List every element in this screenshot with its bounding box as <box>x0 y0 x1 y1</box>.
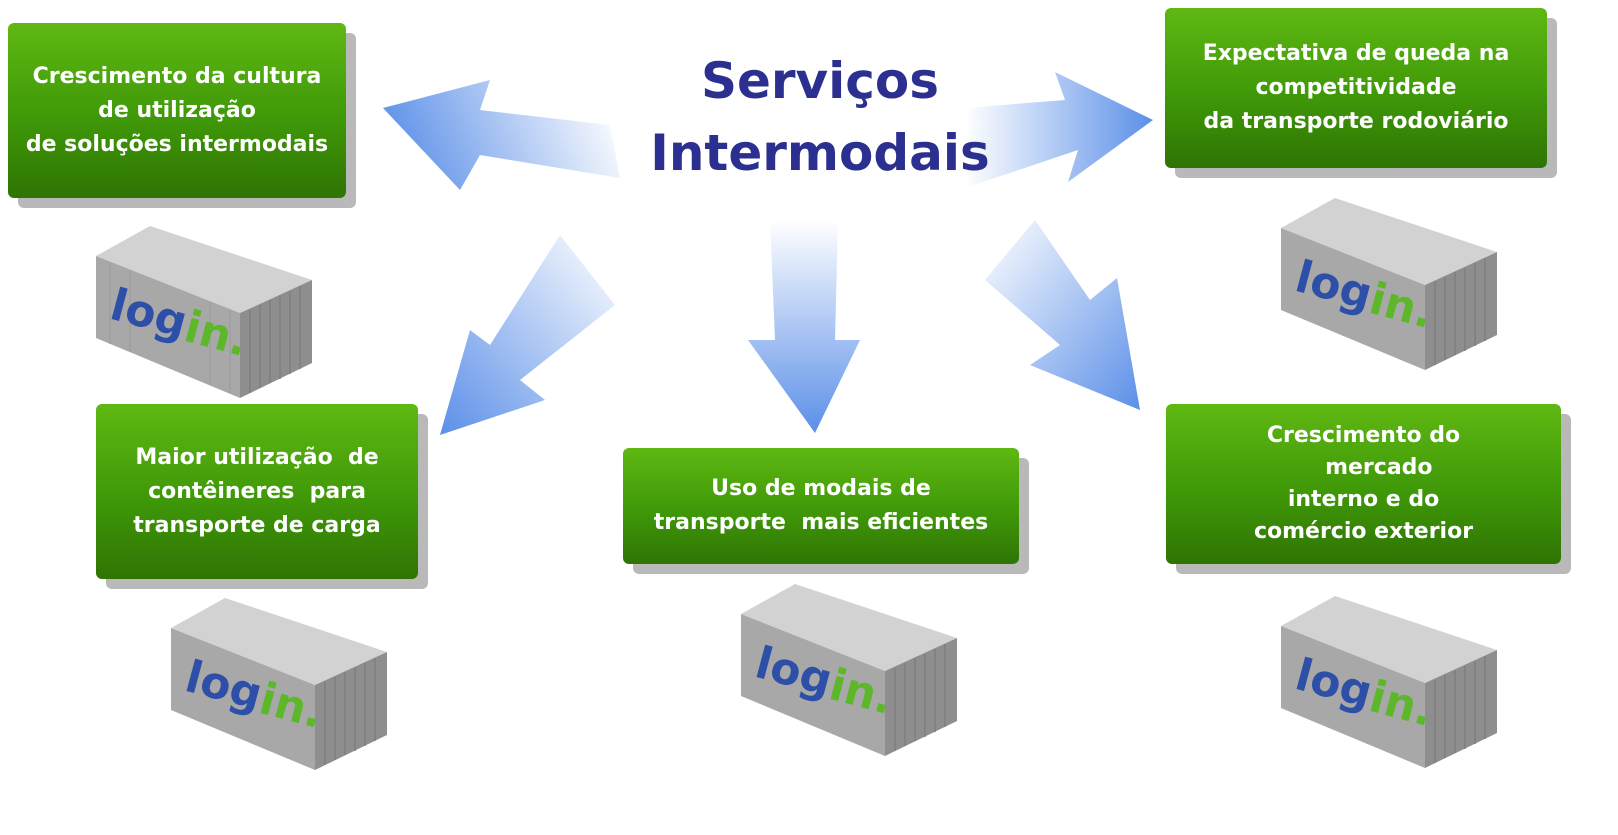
box-line: Maior utilização de <box>135 444 379 470</box>
box-line: Expectativa de queda na <box>1202 41 1510 66</box>
box-crescimento-mercado: Crescimento do mercado interno e do comé… <box>1166 404 1561 564</box>
box-line: comércio exterior <box>1253 519 1474 544</box>
box-uso-modais: Uso de modais de transporte mais eficien… <box>623 448 1019 564</box>
box-line: Crescimento do <box>1266 423 1461 448</box>
shipping-container-icon: log in. <box>96 226 312 398</box>
box-line: Uso de modais de <box>711 476 931 501</box>
shipping-container-icon: log in. <box>1281 198 1497 370</box>
box-line: transporte de carga <box>133 512 381 538</box>
shipping-container-icon: log in. <box>1281 596 1497 768</box>
box-line: mercado <box>1294 455 1433 480</box>
box-line: contêineres para <box>148 478 366 504</box>
arrow-down-left <box>440 235 615 435</box>
box-line: interno e do <box>1287 487 1440 512</box>
arrow-up-right <box>965 72 1153 188</box>
arrow-down <box>748 220 860 433</box>
box-line: transporte mais eficientes <box>653 510 989 535</box>
box-crescimento-cultura: Crescimento da cultura de utilização de … <box>8 23 346 198</box>
box-maior-utilizacao: Maior utilização de contêineres para tra… <box>96 404 418 579</box>
diagram-title: Serviços Intermodais <box>620 45 1020 189</box>
arrow-down-right <box>985 220 1140 410</box>
box-line: de utilização <box>98 97 256 123</box>
title-line-2: Intermodais <box>650 124 990 182</box>
shipping-container-icon: log in. <box>171 598 387 770</box>
box-line: Crescimento da cultura <box>32 63 322 89</box>
box-line: da transporte rodoviário <box>1203 109 1509 134</box>
box-expectativa-queda: Expectativa de queda na competitividade … <box>1165 8 1547 168</box>
title-line-1: Serviços <box>700 52 940 110</box>
box-line: de soluções intermodais <box>25 131 329 157</box>
arrow-up-left <box>383 80 620 190</box>
box-line: competitividade <box>1255 75 1457 100</box>
shipping-container-icon: log in. <box>741 584 957 756</box>
